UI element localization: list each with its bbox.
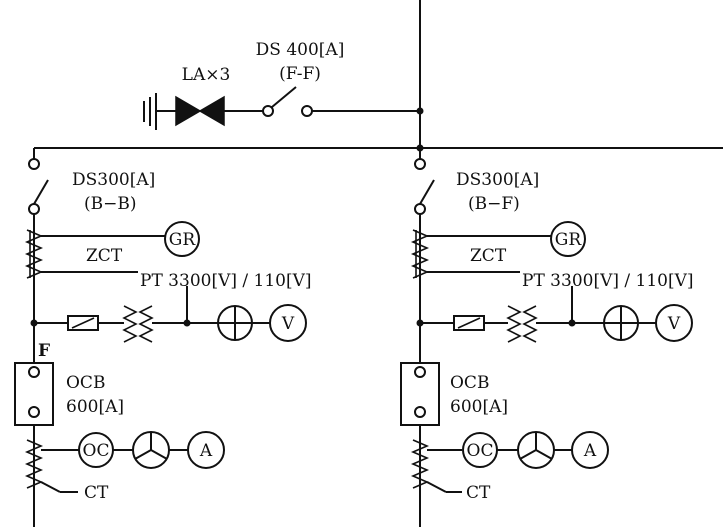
gr-label: GR [555, 230, 583, 250]
pt-label: PT 3300[V] / 110[V] [522, 271, 694, 291]
oc-label: OC [467, 441, 494, 461]
ocb-label: OCB [66, 373, 105, 393]
wattmeter-icon [603, 305, 639, 341]
ocb-rating: 600[A] [450, 397, 508, 417]
zct-icon [24, 229, 44, 279]
voltmeter-label: V [667, 314, 681, 334]
fuse-icon [67, 315, 99, 331]
ammeter-icon [571, 431, 609, 469]
wattmeter-icon [217, 305, 253, 341]
ds-top-type: (F-F) [279, 64, 321, 84]
zct-label: ZCT [470, 246, 507, 266]
ammeter-label: A [199, 441, 213, 461]
ct-icon [410, 439, 430, 489]
disconnect-switch-icon [262, 86, 313, 117]
disconnect-switch-icon [28, 158, 49, 215]
fuse-icon [453, 315, 485, 331]
voltmeter-icon [269, 304, 307, 342]
ds-top-rating: DS 400[A] [256, 40, 345, 60]
f-label: F [38, 341, 50, 361]
la-label: LA×3 [182, 65, 231, 85]
oc-label: OC [83, 441, 110, 461]
lightning-arrester-icon [175, 95, 202, 127]
zct-icon [410, 229, 430, 279]
ds-rating: DS300[A] [456, 170, 539, 190]
ct-label: CT [466, 483, 491, 503]
power-factor-meter-icon [132, 431, 170, 469]
ocb-rating: 600[A] [66, 397, 124, 417]
ct-label: CT [84, 483, 109, 503]
ds-type: (B−F) [468, 194, 520, 214]
feeder-left: DS300[A] (B−B) GR ZCT PT 3300[V] / 110[V… [14, 148, 312, 527]
gr-label: GR [169, 230, 197, 250]
potential-transformer-icon [506, 305, 538, 343]
disconnect-switch-icon [414, 158, 435, 215]
power-factor-meter-icon [517, 431, 555, 469]
ds-rating: DS300[A] [72, 170, 155, 190]
voltmeter-label: V [281, 314, 295, 334]
ocb-label: OCB [450, 373, 489, 393]
incoming-section: LA×3 DS 400[A] (F-F) [143, 0, 424, 152]
ammeter-label: A [583, 441, 597, 461]
pt-label: PT 3300[V] / 110[V] [140, 271, 312, 291]
ds-type: (B−B) [84, 194, 137, 214]
ground-relay-icon [164, 221, 200, 257]
zct-label: ZCT [86, 246, 123, 266]
lightning-arrester-icon [198, 95, 225, 127]
ammeter-icon [187, 431, 225, 469]
ground-icon [143, 93, 176, 130]
ct-icon [24, 439, 44, 489]
potential-transformer-icon [122, 305, 154, 343]
ground-relay-icon [550, 221, 586, 257]
voltmeter-icon [655, 304, 693, 342]
feeder-right: DS300[A] (B−F) GR ZCT PT 3300[V] / 110[V… [400, 148, 694, 527]
